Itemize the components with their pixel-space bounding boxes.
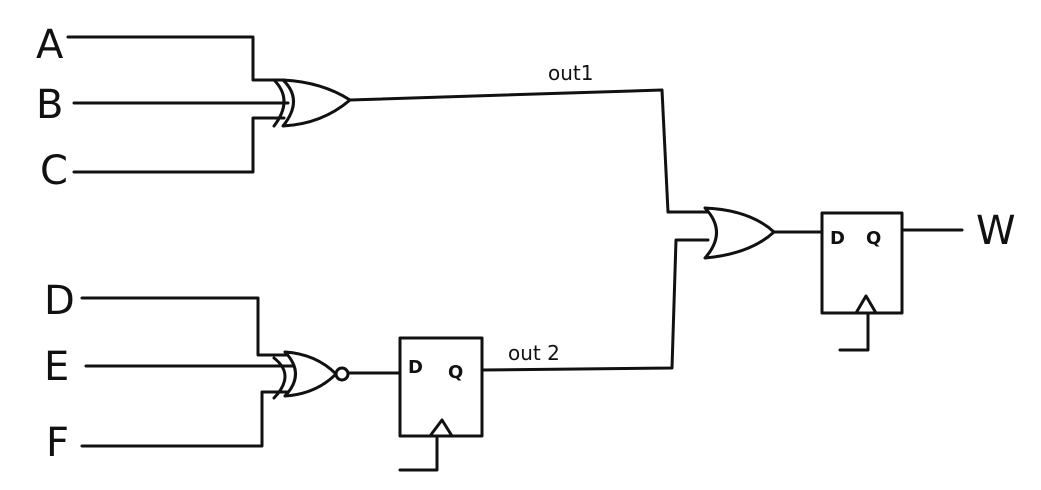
label-input-e: E — [44, 344, 69, 390]
flipflop-2-clock-wire — [838, 311, 870, 352]
flipflop-2: D Q — [820, 211, 904, 352]
wire-a-to-xor — [66, 35, 286, 82]
xor-gate — [272, 78, 352, 128]
flipflop-1: D Q — [398, 336, 484, 472]
nor-gate-bubble — [334, 366, 350, 382]
label-input-d: D — [44, 278, 75, 324]
flipflop-2-box — [820, 211, 904, 315]
nor-gate-body — [283, 350, 338, 398]
label-output-w: W — [976, 208, 1016, 254]
label-out1: out1 — [548, 61, 593, 85]
wire-out2 — [480, 238, 710, 372]
flipflop-2-clock-triangle — [854, 294, 878, 315]
flipflop-2-q-label: Q — [866, 228, 881, 249]
flipflop-1-q-label: Q — [448, 362, 463, 383]
flipflop-1-clock-triangle — [428, 418, 454, 438]
label-input-b: B — [36, 82, 63, 128]
or-gate-body — [703, 206, 776, 260]
wire-out1 — [348, 88, 710, 214]
nor-gate-back-curve — [272, 356, 287, 400]
xor-gate-back-curve — [272, 78, 286, 128]
flipflop-1-d-label: D — [408, 357, 423, 378]
wire-f-to-nor — [80, 390, 292, 448]
nor-gate — [272, 350, 350, 400]
wire-d-to-nor — [80, 296, 292, 357]
label-out2: out 2 — [508, 341, 560, 365]
flipflop-2-d-label: D — [830, 228, 845, 249]
label-input-a: A — [36, 22, 64, 68]
wire-c-to-xor — [72, 116, 286, 174]
label-input-f: F — [46, 420, 69, 466]
label-input-c: C — [40, 148, 68, 194]
flipflop-1-clock-wire — [398, 434, 439, 472]
or-gate — [703, 206, 776, 260]
xor-gate-body — [281, 78, 352, 128]
